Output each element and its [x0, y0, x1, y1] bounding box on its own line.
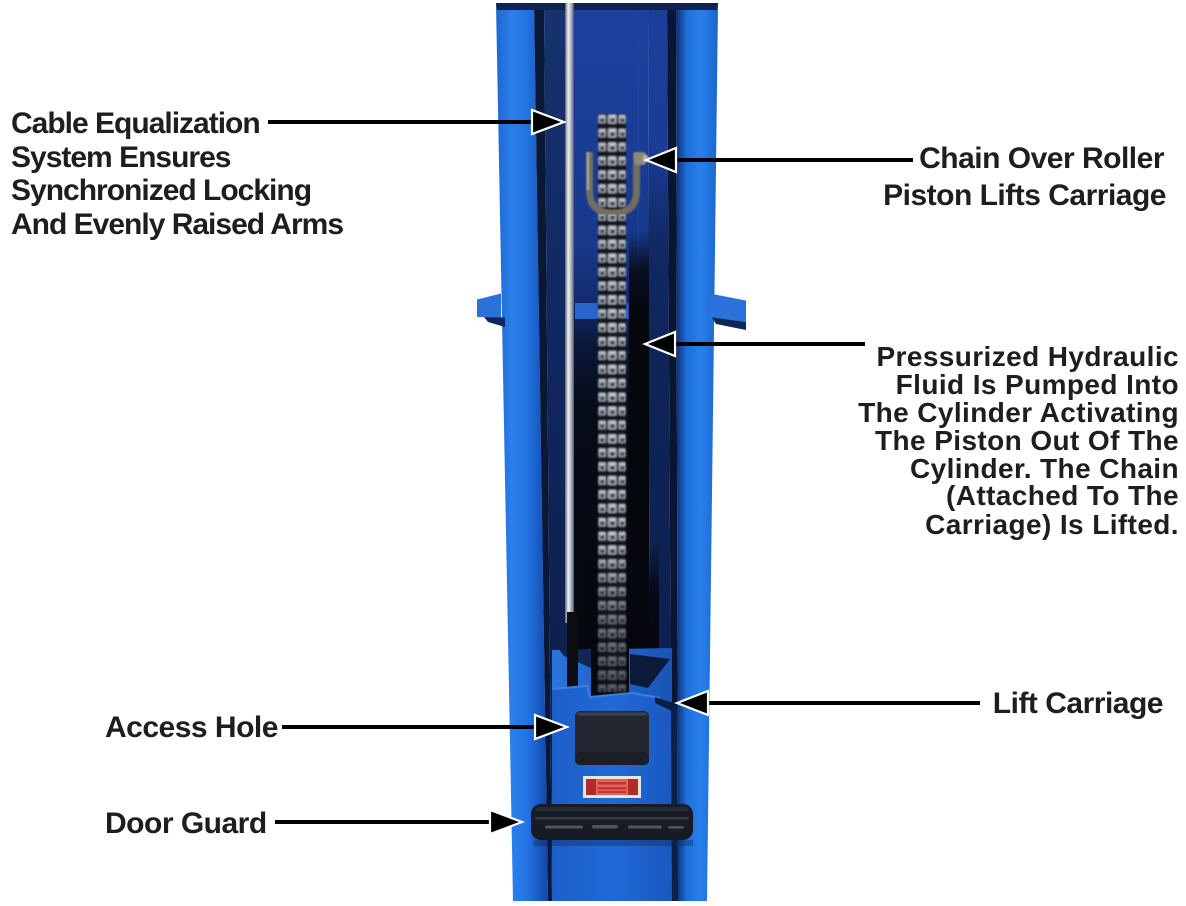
svg-text:Piston Lifts Carriage: Piston Lifts Carriage	[883, 179, 1166, 212]
svg-text:The Cylinder Activating: The Cylinder Activating	[858, 397, 1179, 428]
svg-text:Pressurized Hydraulic: Pressurized Hydraulic	[876, 341, 1179, 372]
svg-text:Cylinder. The Chain: Cylinder. The Chain	[910, 453, 1179, 484]
svg-text:Access Hole: Access Hole	[105, 711, 278, 744]
svg-text:Carriage) Is Lifted.: Carriage) Is Lifted.	[925, 509, 1179, 540]
svg-text:Door Guard: Door Guard	[105, 807, 267, 840]
svg-text:Fluid Is Pumped Into: Fluid Is Pumped Into	[896, 369, 1179, 400]
svg-text:Synchronized Locking: Synchronized Locking	[11, 174, 311, 207]
svg-text:Cable Equalization: Cable Equalization	[11, 107, 260, 140]
svg-text:(Attached To The: (Attached To The	[946, 480, 1179, 511]
svg-text:Lift Carriage: Lift Carriage	[993, 687, 1163, 720]
svg-text:The Piston Out Of The: The Piston Out Of The	[875, 425, 1179, 456]
svg-text:And Evenly Raised Arms: And Evenly Raised Arms	[11, 208, 343, 241]
svg-text:Chain Over Roller: Chain Over Roller	[919, 142, 1165, 175]
svg-text:System Ensures: System Ensures	[11, 141, 231, 174]
